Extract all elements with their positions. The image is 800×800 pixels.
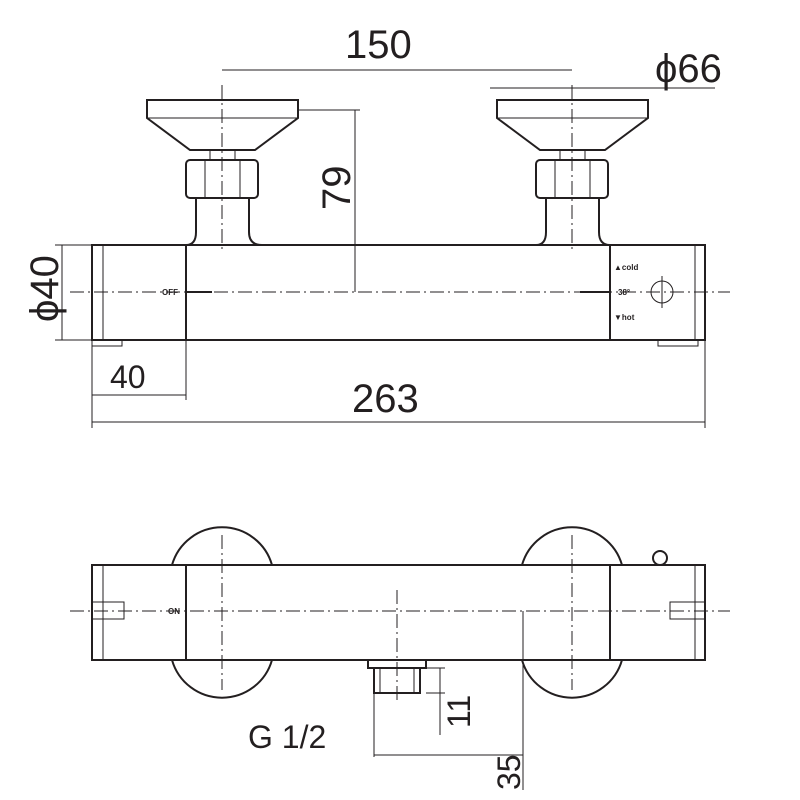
dim-66: ϕ66 xyxy=(655,47,722,91)
off-label: OFF xyxy=(162,288,178,297)
dim-g12: G 1/2 xyxy=(248,719,326,755)
top-dimensions: 150 ϕ66 79 ϕ40 40 263 xyxy=(23,23,722,428)
dim-35: 35 xyxy=(491,754,527,790)
front-view: ON xyxy=(70,526,730,700)
dim-79: 79 xyxy=(315,166,359,211)
hot-label: ▼hot xyxy=(614,313,635,322)
cold-label: ▲cold xyxy=(614,263,638,272)
body-front xyxy=(91,564,706,661)
dim-263: 263 xyxy=(352,377,419,421)
dim-40: 40 xyxy=(110,359,146,395)
dim-40-diameter: ϕ40 xyxy=(23,255,67,322)
on-label: ON xyxy=(168,607,180,616)
dim-150: 150 xyxy=(345,23,412,67)
front-dimensions: 11 G 1/2 35 xyxy=(248,611,527,790)
top-view: OFF ▲cold 38° ▼hot xyxy=(70,85,730,347)
right-handle xyxy=(496,99,649,246)
body-top xyxy=(91,244,706,341)
temp-label: 38° xyxy=(618,288,630,297)
dim-11: 11 xyxy=(441,695,477,728)
